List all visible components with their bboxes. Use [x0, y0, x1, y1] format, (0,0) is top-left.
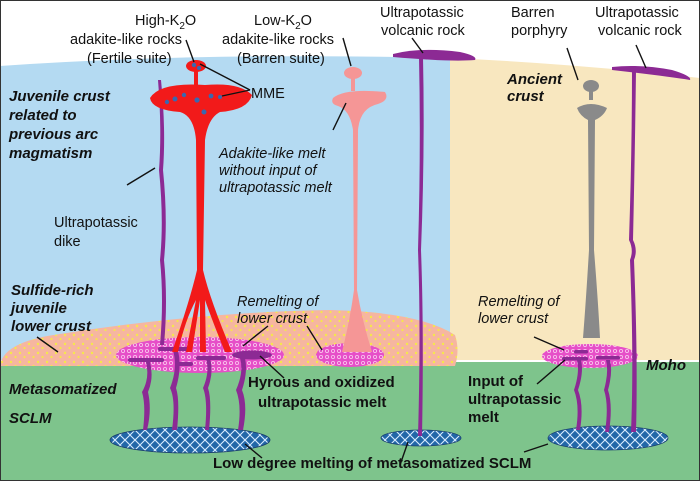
sclm-melting-zone-1: [109, 426, 271, 454]
label-high-k2o-line2: adakite-like rocks: [70, 32, 182, 48]
fertile-magma-system: [150, 60, 252, 352]
label-remelting-1-line1: Remelting of: [237, 294, 320, 310]
label-remelting-2-line1: Remelting of: [478, 294, 561, 310]
label-adakite-melt-line1: Adakite-like melt: [218, 146, 326, 162]
label-ultrapotassic-volcanic-2-line1: Ultrapotassic: [595, 5, 679, 21]
label-ultrapotassic-volcanic-1-line1: Ultrapotassic: [380, 5, 464, 21]
label-juvenile-crust-line2: related to: [9, 107, 77, 124]
label-sulfide-lower-crust-line2: juvenile: [9, 300, 67, 317]
label-input-melt-line3: melt: [468, 409, 499, 426]
label-moho: Moho: [646, 357, 686, 374]
ultrapotassic-feeders-ancient: [562, 350, 620, 432]
ancient-crust-region: [450, 58, 700, 360]
label-ultrapotassic-volcanic-2-line2: volcanic rock: [598, 23, 683, 39]
label-input-melt-line1: Input of: [468, 373, 524, 390]
label-low-k2o-line1: Low-K2O: [254, 13, 312, 32]
remelting-zone-ancient: [542, 344, 638, 368]
barren-magma-system: [332, 67, 387, 352]
label-remelting-1-line2: lower crust: [237, 311, 308, 327]
label-high-k2o-line3: (Fertile suite): [87, 51, 172, 67]
label-sulfide-lower-crust-line1: Sulfide-rich: [11, 282, 94, 299]
ultrapotassic-volcanic-2: [612, 66, 691, 432]
label-hydrous-melt-line2: ultrapotassic melt: [258, 394, 386, 411]
label-sulfide-lower-crust-line3: lower crust: [11, 318, 92, 335]
label-adakite-melt-line3: ultrapotassic melt: [219, 180, 333, 196]
label-input-melt-line2: ultrapotassic: [468, 391, 561, 408]
label-remelting-2-line2: lower crust: [478, 311, 549, 327]
mme-enclaves: [164, 62, 222, 115]
ultrapotassic-feeders-fertile: [128, 347, 272, 430]
label-juvenile-crust-line4: magmatism: [9, 145, 92, 162]
label-juvenile-crust-line1: Juvenile crust: [9, 88, 111, 105]
label-metasomatized-sclm-line1: Metasomatized: [9, 381, 117, 398]
label-low-k2o-line3: (Barren suite): [237, 51, 325, 67]
label-ultrapotassic-volcanic-1-line2: volcanic rock: [381, 23, 466, 39]
label-mme: MME: [251, 86, 285, 102]
ultrapotassic-dike: [158, 80, 166, 345]
label-juvenile-crust-line3: previous arc: [8, 126, 99, 143]
label-metasomatized-sclm-line2: SCLM: [9, 410, 52, 427]
label-ancient-crust-line2: crust: [507, 88, 545, 105]
label-low-k2o-line2: adakite-like rocks: [222, 32, 334, 48]
label-ultrapotassic-dike-line1: Ultrapotassic: [54, 215, 138, 231]
ultrapotassic-volcanic-1: [393, 49, 476, 436]
label-high-k2o-line1: High-K2O: [135, 13, 196, 32]
label-ultrapotassic-dike-line2: dike: [54, 234, 81, 250]
label-hydrous-melt-line1: Hyrous and oxidized: [248, 374, 395, 391]
label-low-degree-melting: Low degree melting of metasomatized SCLM: [213, 455, 531, 472]
juvenile-crust-region: [0, 56, 450, 360]
label-ancient-crust-line1: Ancient: [506, 71, 563, 88]
barren-porphyry: [577, 80, 607, 338]
leader-lines: [36, 37, 647, 466]
label-adakite-melt-line2: without input of: [219, 163, 319, 179]
sclm-region: [0, 362, 700, 481]
label-barren-porphyry-line1: Barren: [511, 5, 555, 21]
label-barren-porphyry-line2: porphyry: [511, 23, 568, 39]
